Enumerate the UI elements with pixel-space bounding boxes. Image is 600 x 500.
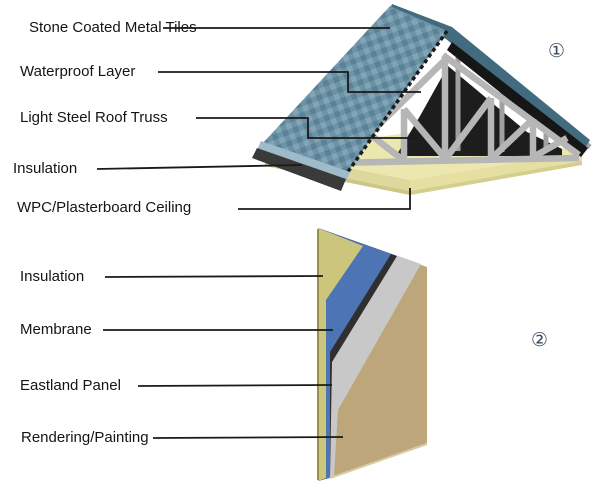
wall-membrane-layer xyxy=(318,228,391,481)
figure2-number-marker: ② xyxy=(531,330,549,351)
wall-illustration xyxy=(317,228,428,481)
leader-lines xyxy=(96,27,421,439)
figure1-number-marker: ① xyxy=(548,41,566,62)
label-eastland-panel: Eastland Panel xyxy=(20,377,121,394)
leader-eastland-panel xyxy=(137,384,333,387)
leader-rendering-painting xyxy=(152,436,344,439)
label-wall-insulation: Insulation xyxy=(20,268,85,285)
leader-light-steel-roof-truss xyxy=(196,117,421,139)
label-stone-coated-metal-tiles: Stone Coated Metal Tiles xyxy=(29,19,197,36)
label-roof-insulation: Insulation xyxy=(13,160,78,177)
roof-ceiling-board-right xyxy=(410,161,582,195)
label-waterproof-layer: Waterproof Layer xyxy=(20,63,136,80)
tile-eave-edge xyxy=(257,141,350,181)
label-wpc-plasterboard-ceiling: WPC/Plasterboard Ceiling xyxy=(17,199,192,216)
leader-waterproof-layer xyxy=(158,71,421,93)
wall-insulation-layer xyxy=(318,228,363,481)
leader-roof-insulation xyxy=(96,164,303,170)
label-rendering-painting: Rendering/Painting xyxy=(21,429,149,446)
wall-bottom-edge-highlight xyxy=(329,443,428,479)
leader-wall-insulation xyxy=(104,275,324,278)
label-light-steel-roof-truss: Light Steel Roof Truss xyxy=(20,109,168,126)
roof-back-underside xyxy=(447,42,588,157)
label-membrane: Membrane xyxy=(20,321,92,338)
leader-wpc-plasterboard-ceiling xyxy=(238,188,411,210)
waterproof-gable-edge xyxy=(343,29,449,178)
waterproof-layer xyxy=(252,148,346,191)
roof-illustration xyxy=(252,4,592,195)
